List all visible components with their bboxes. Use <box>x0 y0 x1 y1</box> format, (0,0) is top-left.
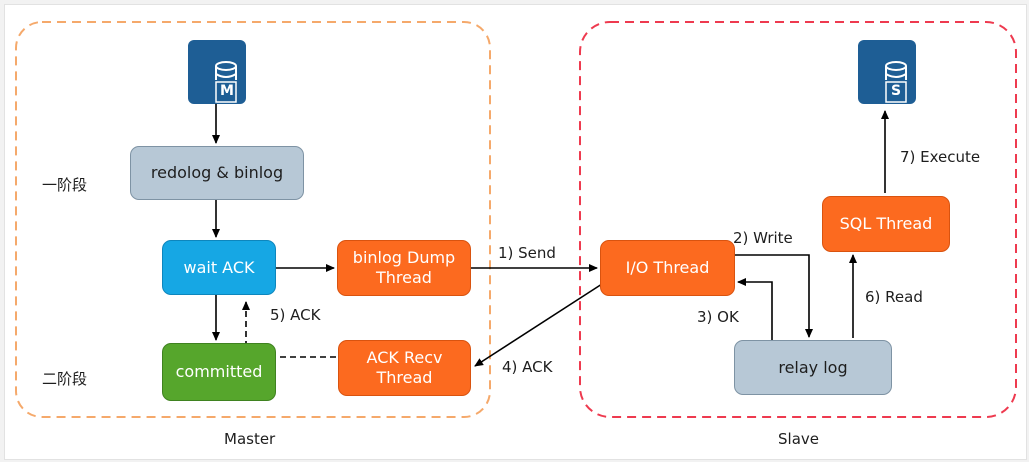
master-title: Master <box>224 430 276 448</box>
master-database-letter: M <box>220 83 234 99</box>
relay-log-box: relay log <box>734 340 892 395</box>
step-execute-label: 7) Execute <box>900 148 981 166</box>
step-send-label: 1) Send <box>498 244 556 262</box>
arrow-relay-to-io <box>737 278 773 340</box>
master-database-icon: M <box>188 40 246 104</box>
redolog-binlog-box: redolog & binlog <box>130 146 304 200</box>
io-thread-box: I/O Thread <box>600 240 735 296</box>
slave-database-letter: S <box>891 83 902 99</box>
stage-one-label: 一阶段 <box>42 176 88 194</box>
slave-title: Slave <box>778 430 819 448</box>
sql-thread-box: SQL Thread <box>822 196 950 252</box>
arrow-io-to-ackrecv <box>474 283 603 367</box>
slave-database-icon: S <box>858 40 916 104</box>
stage-two-label: 二阶段 <box>42 370 88 388</box>
arrow-io-to-relay <box>735 254 813 338</box>
step-ack-label: 4) ACK <box>502 358 553 376</box>
binlog-dump-thread-box: binlog Dump Thread <box>337 240 471 296</box>
step-write-label: 2) Write <box>733 229 793 247</box>
slave-group-frame <box>579 21 1017 418</box>
ack-recv-thread-box: ACK Recv Thread <box>338 340 471 396</box>
step-ok-label: 3) OK <box>697 308 739 326</box>
master-group-frame <box>15 21 491 418</box>
wait-ack-box: wait ACK <box>162 240 276 295</box>
step-read-label: 6) Read <box>865 288 923 306</box>
committed-box: committed <box>162 343 276 401</box>
step-ack-back-label: 5) ACK <box>270 306 321 324</box>
